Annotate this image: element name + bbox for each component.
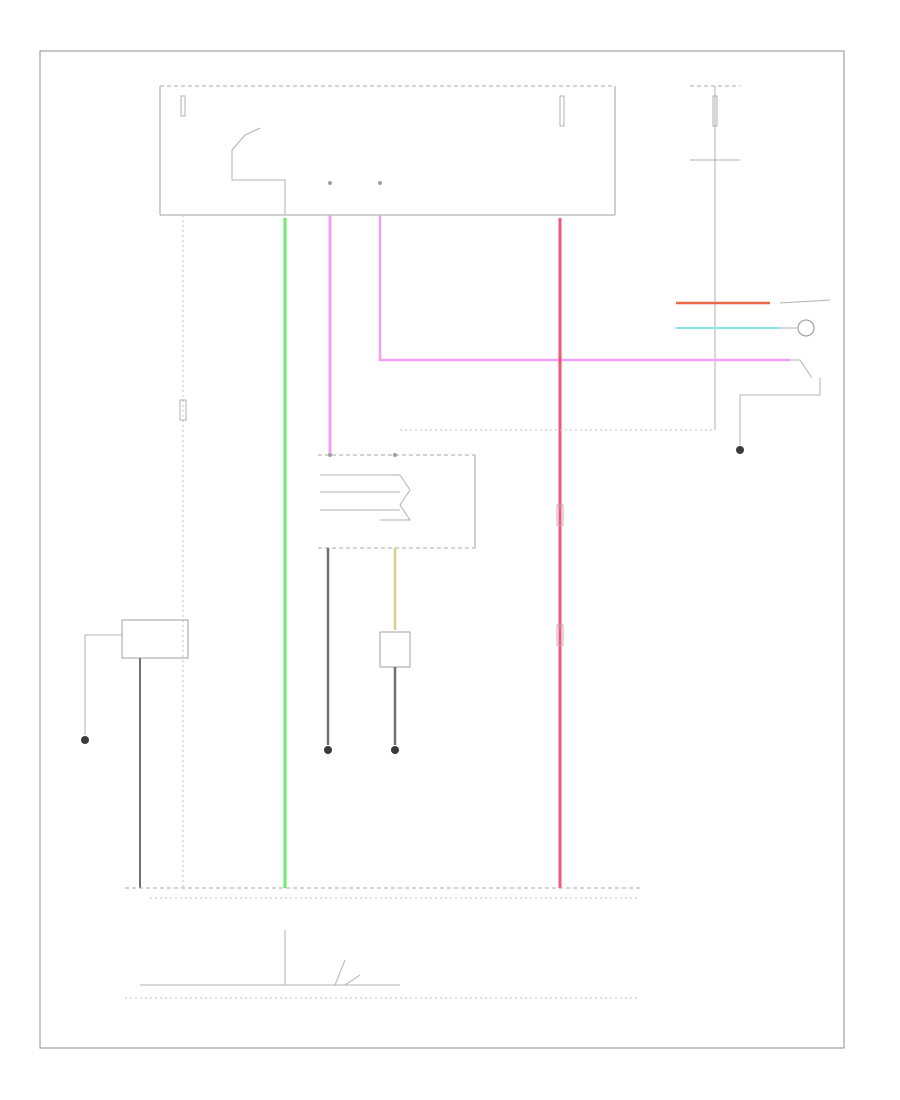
diagram-frame (39, 50, 845, 1049)
fuse-marks (180, 95, 718, 215)
right-switch (739, 359, 821, 445)
ecm-box (159, 85, 616, 216)
wire-pink-right (378, 215, 790, 362)
lamp-icon (797, 319, 815, 337)
top-right-junction (690, 85, 740, 430)
bottom-switch (125, 930, 640, 999)
inline-markers (179, 399, 564, 646)
middle-sensor-box (379, 631, 411, 668)
left-junction-box (121, 619, 189, 659)
wire-left-ground (84, 634, 122, 735)
middle-relay-box (318, 453, 476, 549)
